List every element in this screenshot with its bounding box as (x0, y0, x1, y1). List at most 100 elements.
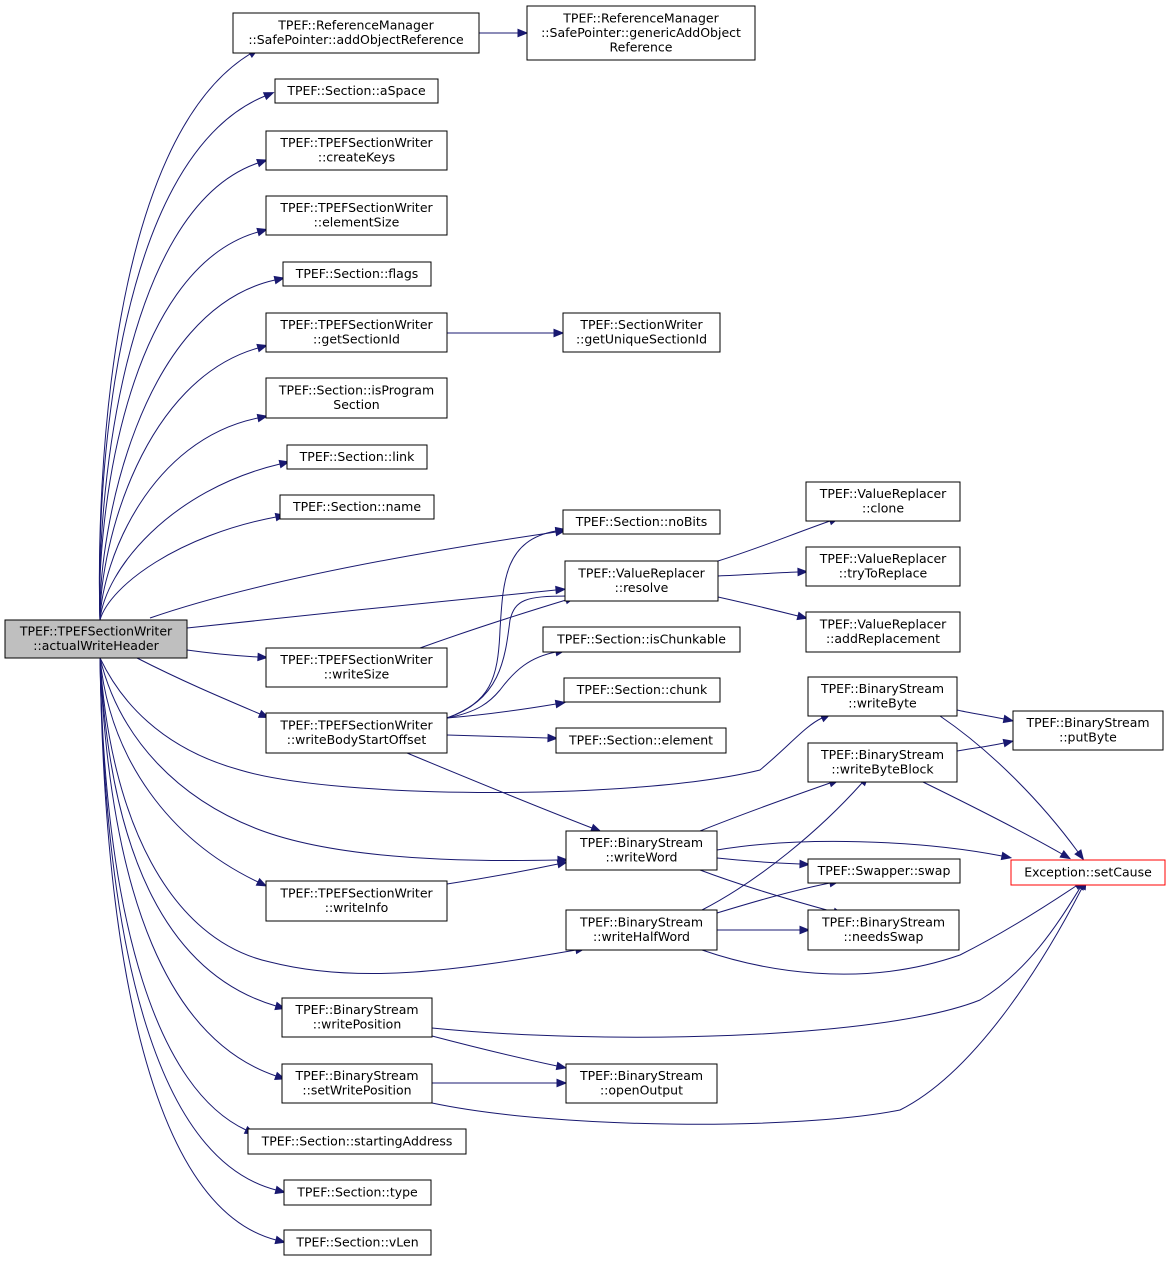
edge-line (716, 857, 801, 865)
node-needsSwap[interactable]: TPEF::BinaryStream::needsSwap (807, 909, 960, 951)
node-label: ::putByte (1059, 730, 1117, 745)
edge-line (956, 709, 1005, 720)
node-chunk[interactable]: TPEF::Section::chunk (563, 677, 721, 703)
node-writeBodyStartOffset[interactable]: TPEF::TPEFSectionWriter::writeBodyStartO… (265, 712, 448, 754)
node-createKeys[interactable]: TPEF::TPEFSectionWriter::createKeys (265, 130, 448, 171)
node-putByte[interactable]: TPEF::BinaryStream::putByte (1012, 710, 1164, 751)
node-label: TPEF::ValueReplacer (819, 617, 947, 632)
edge-writeHalfWord-to-needsSwap (717, 925, 811, 935)
arrowhead-icon (256, 343, 268, 353)
node-isChunkable[interactable]: TPEF::Section::isChunkable (542, 626, 741, 653)
node-writeHalfWord[interactable]: TPEF::BinaryStream::writeHalfWord (565, 909, 718, 951)
node-setWritePosition[interactable]: TPEF::BinaryStream::setWritePosition (281, 1063, 433, 1104)
node-label: TPEF::ReferenceManager (562, 10, 719, 25)
node-label: ::addReplacement (826, 631, 940, 646)
edge-root-to-writePosition (99, 657, 286, 1011)
edge-resolve-to-addReplacement (717, 596, 808, 621)
node-box (232, 12, 480, 54)
node-label: TPEF::BinaryStream (579, 1068, 703, 1083)
node-label: ::writeByteBlock (831, 762, 934, 777)
node-label: ::writeHalfWord (593, 929, 690, 944)
node-box (282, 261, 432, 287)
edge-line (99, 657, 247, 1131)
arrowhead-icon (555, 585, 567, 595)
node-writePosition[interactable]: TPEF::BinaryStream::writePosition (281, 997, 433, 1038)
node-resolve[interactable]: TPEF::ValueReplacer::resolve (564, 560, 719, 602)
arrowhead-icon (256, 227, 268, 237)
node-box (805, 611, 961, 653)
node-box (279, 494, 435, 520)
edge-root-to-link (99, 459, 291, 621)
edge-line (99, 231, 259, 621)
edge-root-to-writeInfo (99, 657, 268, 887)
node-box (807, 676, 958, 717)
node-label: ::getSectionId (313, 332, 400, 347)
edge-line (956, 742, 1005, 752)
node-flags[interactable]: TPEF::Section::flags (282, 261, 432, 287)
arrowhead-icon (547, 733, 559, 743)
node-writeSize[interactable]: TPEF::TPEFSectionWriter::writeSize (265, 647, 448, 688)
edge-line (136, 657, 261, 715)
node-genAddObjRef[interactable]: TPEF::ReferenceManager::SafePointer::gen… (526, 5, 756, 61)
node-label: TPEF::Section::noBits (575, 514, 708, 529)
node-label: TPEF::TPEFSectionWriter (279, 652, 433, 667)
node-getSectionId[interactable]: TPEF::TPEFSectionWriter::getSectionId (265, 312, 448, 353)
edge-root-to-startingAddress (99, 657, 256, 1135)
node-getUniqueSectionId[interactable]: TPEF::SectionWriter::getUniqueSectionId (562, 312, 721, 353)
node-label: TPEF::Section::flags (295, 266, 419, 281)
edge-writePosition-to-setCause (431, 879, 1086, 1038)
edge-line (99, 657, 259, 883)
edge-line (446, 651, 557, 719)
node-root[interactable]: TPEF::TPEFSectionWriter::actualWriteHead… (4, 619, 188, 659)
edge-line (939, 715, 1079, 853)
node-link[interactable]: TPEF::Section::link (286, 444, 428, 470)
node-writeByteBlock[interactable]: TPEF::BinaryStream::writeByteBlock (807, 742, 958, 783)
node-box (555, 727, 727, 754)
edge-line (99, 347, 259, 621)
arrowhead-icon (799, 859, 811, 869)
edge-root-to-noBits (149, 527, 567, 619)
node-swap[interactable]: TPEF::Swapper::swap (807, 858, 961, 884)
node-clone[interactable]: TPEF::ValueReplacer::clone (805, 481, 961, 522)
node-elementSize[interactable]: TPEF::TPEFSectionWriter::elementSize (265, 195, 448, 236)
node-box (807, 742, 958, 783)
edge-line (99, 657, 277, 1241)
node-box (281, 997, 433, 1038)
edge-writeWord-to-writeByteBlock (699, 779, 840, 832)
node-writeWord[interactable]: TPEF::BinaryStream::writeWord (565, 830, 718, 871)
node-startingAddress[interactable]: TPEF::Section::startingAddress (247, 1128, 467, 1155)
edge-setWritePosition-to-setCause (431, 878, 1087, 1125)
node-label: TPEF::ReferenceManager (277, 18, 434, 33)
edge-writeBodyStartOffset-to-isChunkable (446, 647, 567, 719)
arrowhead-icon (256, 413, 269, 423)
edge-root-to-getSectionId (99, 343, 268, 621)
node-aSpace[interactable]: TPEF::Section::aSpace (274, 78, 439, 104)
node-addReplacement[interactable]: TPEF::ValueReplacer::addReplacement (805, 611, 961, 653)
node-label: ::setWritePosition (302, 1083, 411, 1098)
edge-root-to-writeWord (99, 657, 569, 865)
arrowhead-icon (556, 1078, 568, 1088)
node-noBits[interactable]: TPEF::Section::noBits (562, 509, 721, 535)
node-label: TPEF::ValueReplacer (819, 551, 947, 566)
node-box (283, 1179, 432, 1206)
node-vLen[interactable]: TPEF::Section::vLen (283, 1229, 432, 1256)
node-addObjRef[interactable]: TPEF::ReferenceManager::SafePointer::add… (232, 12, 480, 54)
node-label: ::clone (862, 501, 904, 516)
edge-line (717, 520, 831, 562)
node-box (564, 560, 719, 602)
node-setCause[interactable]: Exception::setCause (1010, 859, 1166, 886)
node-label: TPEF::SectionWriter (579, 317, 703, 332)
node-label: TPEF::Swapper::swap (817, 863, 951, 878)
node-writeByte[interactable]: TPEF::BinaryStream::writeByte (807, 676, 958, 717)
node-label: TPEF::TPEFSectionWriter (279, 886, 433, 901)
node-openOutput[interactable]: TPEF::BinaryStream::openOutput (565, 1063, 718, 1104)
edge-line (431, 887, 1081, 1038)
node-type[interactable]: TPEF::Section::type (283, 1179, 432, 1206)
node-writeInfo[interactable]: TPEF::TPEFSectionWriter::writeInfo (265, 880, 448, 922)
node-element[interactable]: TPEF::Section::element (555, 727, 727, 754)
node-name[interactable]: TPEF::Section::name (279, 494, 435, 520)
edge-root-to-writeSize (186, 649, 269, 662)
node-label: ::createKeys (318, 150, 395, 165)
node-tryToReplace[interactable]: TPEF::ValueReplacer::tryToReplace (805, 546, 961, 587)
